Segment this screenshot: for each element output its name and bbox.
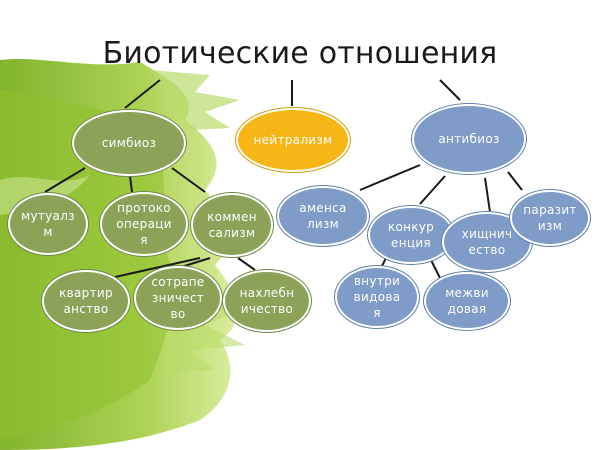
node-commensal-feeding: сотрапе зничест во (134, 266, 222, 330)
link-antibiosis-competition (419, 175, 446, 205)
node-commensalism: коммен сализм (191, 193, 273, 257)
link-commensalism-cohabitation (114, 257, 201, 278)
node-symbiosis: симбиоз (72, 110, 186, 176)
link-commensalism-freeloading (237, 257, 256, 271)
link-antibiosis-parasitism (507, 171, 523, 191)
node-cohabitation: квартир анство (42, 270, 130, 332)
link-title-antibiosis (439, 79, 461, 101)
node-mutualism: мутуалз м (8, 193, 88, 255)
link-title-symbiosis (124, 79, 161, 109)
node-antibiosis: антибиоз (412, 104, 526, 174)
link-symbiosis-mutualism (44, 167, 86, 193)
link-antibiosis-predation (484, 177, 491, 213)
node-protocooperation: протоко операци я (100, 192, 188, 256)
node-competition: конкур енция (368, 206, 454, 264)
node-interspecific: межви довая (424, 272, 510, 330)
node-amensalism: аменса лизм (277, 186, 369, 246)
link-symbiosis-commensalism (171, 167, 206, 193)
diagram-title: Биотические отношения (102, 36, 498, 71)
node-intraspecific: внутри видова я (335, 266, 419, 328)
link-symbiosis-protocooperation (129, 175, 133, 193)
node-neutralism: нейтрализм (236, 108, 350, 172)
link-antibiosis-amensalism (359, 164, 421, 191)
node-freeloading: нахлебн ичество (223, 270, 311, 332)
node-parasitism: паразит изм (510, 190, 590, 246)
